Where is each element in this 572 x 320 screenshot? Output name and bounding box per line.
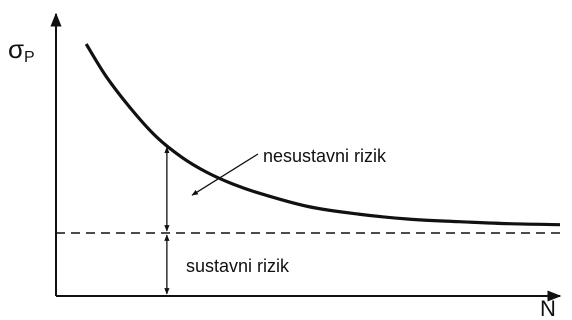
annotation-systematic: sustavni rizik: [186, 256, 290, 276]
annotation-nonsystematic: nesustavni rizik: [263, 146, 387, 166]
y-axis-subscript: P: [24, 49, 35, 66]
series-curve: [84, 43, 561, 227]
x-axis-label: N: [540, 296, 556, 320]
nonsystematic-pointer-arrow: [191, 153, 259, 196]
y-axis-symbol: σ: [8, 34, 24, 64]
y-axis-label: σP: [8, 34, 35, 66]
